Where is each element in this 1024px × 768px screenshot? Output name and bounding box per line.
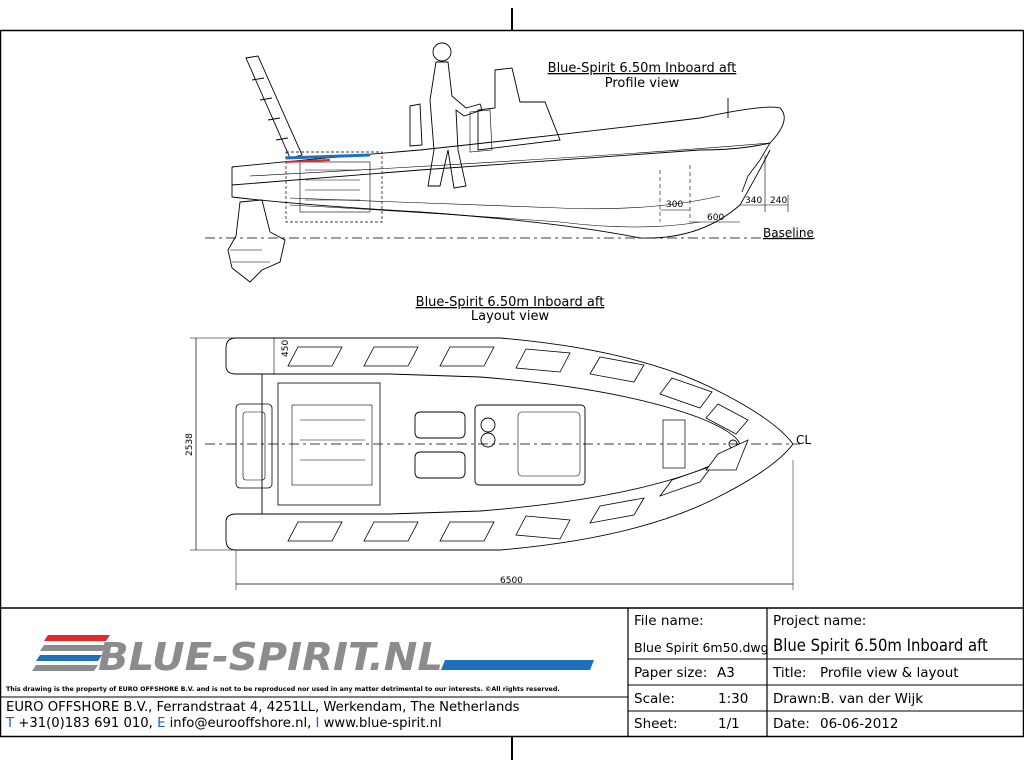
profile-subtitle: Profile view <box>605 76 680 91</box>
tube-grip-pads <box>287 346 749 542</box>
scale-value: 1:30 <box>718 691 749 707</box>
phone-number: +31(0)183 691 010, <box>18 716 153 731</box>
blue-spirit-logo: BLUE-SPIRIT.NL <box>32 635 594 679</box>
profile-view-drawing <box>205 42 815 283</box>
scale-label: Scale: <box>634 691 675 707</box>
layout-dim-2538: 2538 <box>185 433 195 456</box>
profile-dim-240: 240 <box>770 196 787 206</box>
profile-dim-300: 300 <box>666 200 683 210</box>
layout-subtitle: Layout view <box>471 309 550 324</box>
baseline-label: Baseline <box>763 226 814 240</box>
profile-dim-340: 340 <box>745 196 762 206</box>
centreline-label: CL <box>796 433 811 447</box>
contact-line: T +31(0)183 691 010, E info@eurooffshore… <box>6 716 442 731</box>
website-link[interactable]: www.blue-spirit.nl <box>323 716 442 731</box>
date-label: Date: <box>773 716 810 732</box>
date-value: 06-06-2012 <box>820 716 899 732</box>
sheet-value: 1/1 <box>718 716 740 732</box>
paper-size-label: Paper size: <box>634 665 708 681</box>
drawn-label: Drawn: <box>773 691 822 707</box>
file-name-label: File name: <box>634 613 704 629</box>
sheet-label: Sheet: <box>634 716 678 732</box>
company-address: EURO OFFSHORE B.V., Ferrandstraat 4, 425… <box>6 700 520 715</box>
profile-dim-600: 600 <box>707 213 724 223</box>
layout-dim-450: 450 <box>281 340 291 357</box>
profile-title: Blue-Spirit 6.50m Inboard aft <box>548 61 737 76</box>
logo-wordmark: BLUE-SPIRIT.NL <box>98 635 443 679</box>
layout-view-drawing <box>190 337 800 590</box>
file-name-value: Blue Spirit 6m50.dwg <box>634 640 769 655</box>
title-block-grid <box>0 607 1024 737</box>
title-label: Title: <box>773 665 807 681</box>
layout-title: Blue-Spirit 6.50m Inboard aft <box>416 295 605 310</box>
project-name-value: Blue Spirit 6.50m Inboard aft <box>773 636 988 655</box>
paper-size-value: A3 <box>717 665 735 681</box>
phone-prefix: T <box>6 716 15 731</box>
title-value: Profile view & layout <box>820 665 959 681</box>
property-notice: This drawing is the property of EURO OFF… <box>6 686 560 693</box>
drawn-value: B. van der Wijk <box>821 691 924 707</box>
email-prefix: E <box>157 716 166 731</box>
web-prefix: I <box>315 716 320 731</box>
email-address[interactable]: info@eurooffshore.nl, <box>169 716 312 731</box>
project-name-label: Project name: <box>773 613 867 629</box>
layout-dim-6500: 6500 <box>500 576 523 586</box>
